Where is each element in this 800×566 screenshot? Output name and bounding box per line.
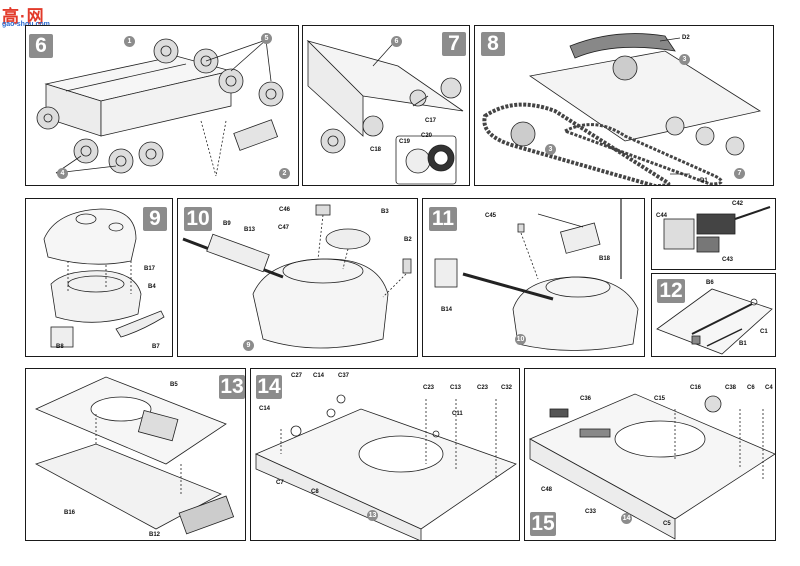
part-label: C14 xyxy=(313,373,325,379)
step-number: 8 xyxy=(481,32,505,56)
step-number: 11 xyxy=(429,207,457,231)
step-number: 13 xyxy=(219,375,245,399)
part-label: B16 xyxy=(64,510,76,516)
part-callout: 6 xyxy=(391,36,402,47)
watermark-main: 高·网 xyxy=(2,7,45,26)
part-label: C4 xyxy=(765,385,773,391)
step-15-drawing xyxy=(529,393,775,540)
step-number: 7 xyxy=(442,32,466,56)
part-label: C7 xyxy=(276,480,284,486)
watermark-sub: gao-shou.com xyxy=(2,21,50,28)
part-callout: 4 xyxy=(57,168,68,179)
part-callout: 10 xyxy=(515,334,526,345)
part-label: C32 xyxy=(501,385,513,391)
part-label: C16 xyxy=(690,385,702,391)
step-8-panel: 8 3 3 7 D2 D1 xyxy=(474,25,774,186)
step-10-drawing xyxy=(182,204,412,349)
part-label: C18 xyxy=(370,147,382,153)
step-9-panel: 9 B17 B4 B8 B7 xyxy=(25,198,173,357)
step-number: 15 xyxy=(530,512,556,536)
part-label: C47 xyxy=(278,225,290,231)
part-label: C5 xyxy=(663,521,671,527)
step-12-drawing xyxy=(656,288,773,355)
part-label: B17 xyxy=(144,266,156,272)
part-label: C44 xyxy=(656,213,668,219)
part-label: C20 xyxy=(421,133,433,139)
step-12-panel: 12 B6 C1 B1 xyxy=(651,273,776,357)
step-14-drawing xyxy=(255,394,517,540)
part-label: C8 xyxy=(311,489,319,495)
part-label: C37 xyxy=(338,373,350,379)
part-label: C33 xyxy=(585,509,597,515)
step-14-panel: 14 13 C27 C14 C37 C14 C7 C8 C23 C13 C23 … xyxy=(250,368,520,541)
step-10-panel: 10 9 C46 B9 B13 C47 B3 B2 xyxy=(177,198,418,357)
part-label: C14 xyxy=(259,406,271,412)
step-number: 10 xyxy=(184,207,212,231)
step-8-drawing xyxy=(482,33,762,185)
part-label: B2 xyxy=(404,237,412,243)
part-label: B7 xyxy=(152,344,160,350)
step-6-drawing xyxy=(36,38,284,177)
part-label: C23 xyxy=(423,385,435,391)
part-callout: 2 xyxy=(279,168,290,179)
part-label: B1 xyxy=(739,341,747,347)
step-11-drawing xyxy=(434,199,639,351)
step-9-drawing xyxy=(43,208,165,348)
step-7-panel: 7 6 C17 C18 C19 C20 xyxy=(302,25,470,186)
part-label: B14 xyxy=(441,307,453,313)
part-label: C19 xyxy=(399,139,411,145)
part-label: B8 xyxy=(56,344,64,350)
part-label: C45 xyxy=(485,213,497,219)
part-label: C46 xyxy=(279,207,291,213)
part-callout: 9 xyxy=(243,340,254,351)
part-label: B12 xyxy=(149,532,161,538)
part-label: B5 xyxy=(170,382,178,388)
step-7-drawing xyxy=(306,37,464,185)
step-number: 14 xyxy=(256,375,282,399)
watermark-logo: 高·网 gao-shou.com xyxy=(2,2,74,32)
part-label: D1 xyxy=(700,178,708,184)
part-label: C1 xyxy=(760,329,768,335)
part-label: C27 xyxy=(291,373,303,379)
part-label: D2 xyxy=(682,35,690,41)
part-label: B3 xyxy=(381,209,389,215)
part-label: B6 xyxy=(706,280,714,286)
step-11-panel: 11 10 C45 B18 B14 xyxy=(422,198,645,357)
part-label: C38 xyxy=(725,385,737,391)
step-11-detail-panel: C44 C42 C43 xyxy=(651,198,776,270)
part-label: C17 xyxy=(425,118,437,124)
step-13-panel: 13 12 B5 B16 B12 xyxy=(25,368,246,541)
part-label: C23 xyxy=(477,385,489,391)
step-number: 9 xyxy=(143,207,167,231)
step-13-drawing xyxy=(34,376,235,535)
step-15-panel: 15 14 C36 C15 C16 C38 C6 C4 C48 C33 C5 xyxy=(524,368,776,541)
part-label: C36 xyxy=(580,396,592,402)
part-label: C48 xyxy=(541,487,553,493)
part-label: C43 xyxy=(722,257,734,263)
step-number: 6 xyxy=(29,34,53,58)
part-label: C15 xyxy=(654,396,666,402)
part-label: C42 xyxy=(732,201,744,207)
part-callout: 13 xyxy=(367,510,378,521)
part-callout: 3 xyxy=(545,144,556,155)
part-label: B18 xyxy=(599,256,611,262)
part-label: B4 xyxy=(148,284,156,290)
part-callout: 7 xyxy=(734,168,745,179)
part-label: C6 xyxy=(747,385,755,391)
part-callout: 5 xyxy=(261,33,272,44)
part-callout: 14 xyxy=(621,513,632,524)
part-label: B9 xyxy=(223,221,231,227)
step-11-detail-drawing xyxy=(663,206,771,253)
step-6-panel: 6 1 5 4 2 xyxy=(25,25,299,186)
part-callout: 3 xyxy=(679,54,690,65)
part-label: C11 xyxy=(452,411,463,417)
step-number: 12 xyxy=(657,279,685,303)
part-label: B13 xyxy=(244,227,256,233)
part-label: C13 xyxy=(450,385,462,391)
part-callout: 1 xyxy=(124,36,135,47)
